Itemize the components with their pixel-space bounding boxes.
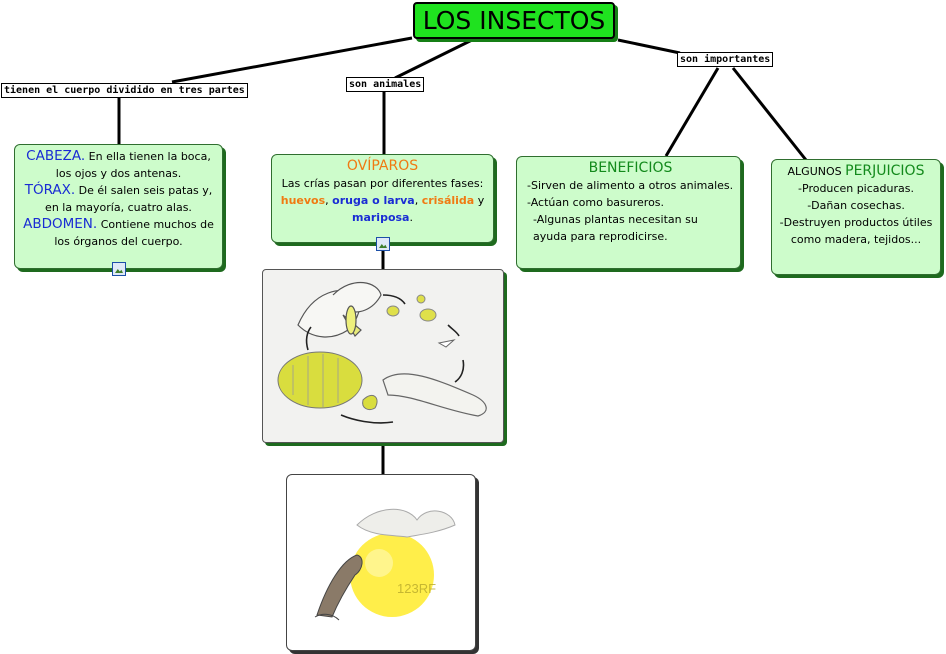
perjuicios-prefix: ALGUNOS: [787, 165, 846, 178]
perjuicios-item: -Producen picaduras.: [798, 182, 914, 195]
link-label-important: son importantes: [677, 52, 774, 67]
perjuicios-item: -Dañan cosechas.: [807, 199, 905, 212]
beneficios-item: -Actúan como basureros.: [527, 196, 665, 209]
image-attachment-icon[interactable]: [112, 262, 126, 276]
cabeza-term: CABEZA.: [26, 148, 86, 164]
separator: y: [474, 194, 485, 207]
concept-perjuicios[interactable]: ALGUNOS PERJUICIOS -Producen picaduras. …: [771, 159, 941, 275]
perjuicios-item: -Destruyen productos útiles como madera,…: [779, 216, 933, 246]
life-cycle-drawing: [262, 269, 504, 443]
stage-mariposa: mariposa: [352, 211, 410, 224]
separator: ,: [414, 194, 422, 207]
main-title[interactable]: LOS INSECTOS: [413, 2, 615, 39]
stage-huevos: huevos: [280, 194, 326, 207]
watermark-text: 123RF: [397, 581, 436, 596]
perjuicios-heading: PERJUICIOS: [845, 163, 925, 179]
torax-description: De él salen seis patas y, en la mayoría,…: [45, 184, 213, 214]
concept-beneficios[interactable]: BENEFICIOS -Sirven de alimento a otros a…: [516, 156, 741, 269]
concept-oviparos[interactable]: OVÍPAROS Las crías pasan por diferentes …: [271, 154, 494, 243]
oviparos-heading: OVÍPAROS: [346, 158, 419, 174]
abdomen-term: ABDOMEN.: [23, 216, 98, 232]
beneficios-item: -Sirven de alimento a otros animales.: [527, 179, 734, 192]
period: .: [409, 211, 413, 224]
separator: ,: [325, 194, 333, 207]
oviparos-text: Las crías pasan por diferentes fases:: [281, 177, 484, 190]
abdomen-description: Contiene muchos de los órganos del cuerp…: [54, 218, 214, 248]
beneficios-item: -Algunas plantas necesitan su ayuda para…: [533, 213, 698, 243]
image-attachment-icon[interactable]: [376, 237, 390, 251]
cabeza-description: En ella tienen la boca, los ojos y dos a…: [55, 150, 211, 180]
torax-term: TÓRAX.: [24, 182, 76, 198]
concept-body-parts[interactable]: CABEZA. En ella tienen la boca, los ojos…: [14, 144, 223, 269]
link-label-body-parts: tienen el cuerpo dividido en tres partes: [1, 83, 248, 98]
beneficios-heading: BENEFICIOS: [588, 160, 673, 176]
stage-oruga: oruga o larva: [332, 194, 415, 207]
link-label-animals: son animales: [346, 77, 425, 92]
stage-crisalida: crisálida: [421, 194, 475, 207]
silkworm-photo: 123RF: [286, 474, 476, 651]
